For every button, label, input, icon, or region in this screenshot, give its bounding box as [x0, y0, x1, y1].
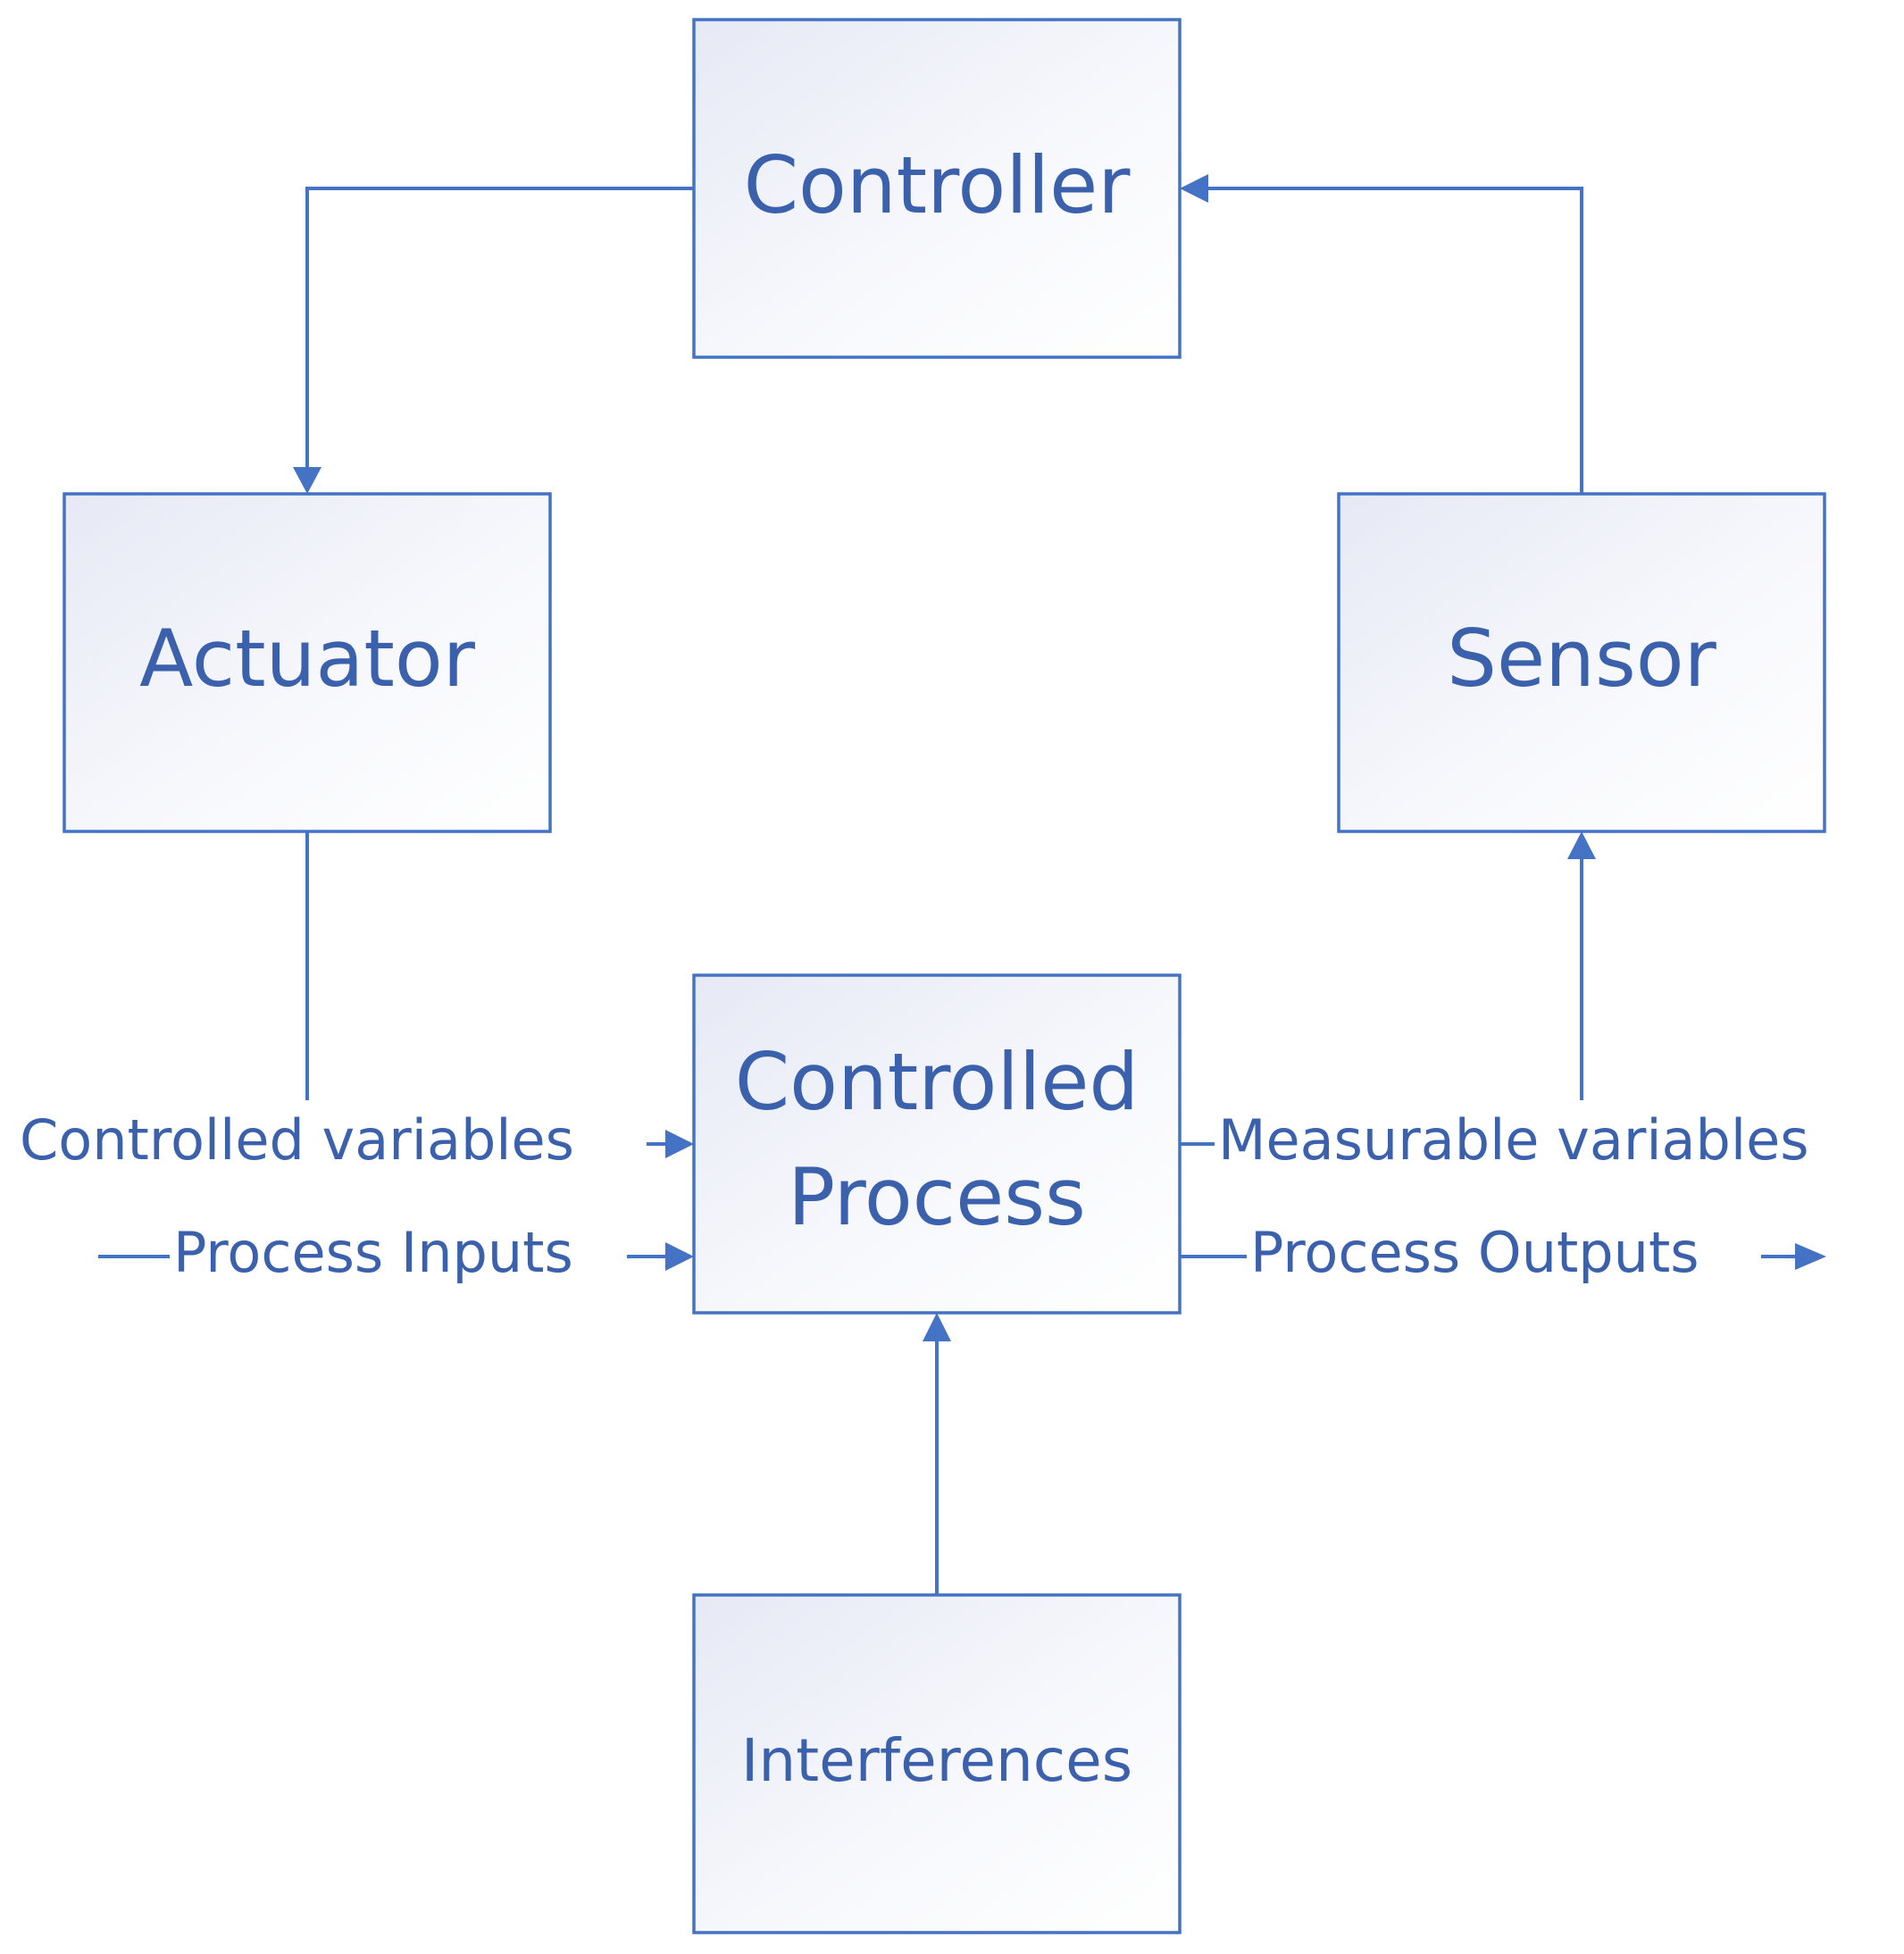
actuator-label: Actuator — [139, 613, 476, 705]
controller-block: Controller — [692, 18, 1182, 359]
controller-to-actuator-arrow — [293, 187, 694, 494]
measurable-variables-label: Measurable variables — [1218, 1107, 1809, 1173]
sensor-label: Sensor — [1447, 613, 1716, 705]
process-outputs-flow: Process Outputs — [1180, 1220, 1826, 1285]
interferences-to-process-arrow — [923, 1313, 951, 1595]
controlled-process-block: Controlled Process — [692, 973, 1182, 1315]
process-inputs-label: Process Inputs — [173, 1220, 573, 1285]
controller-label: Controller — [744, 139, 1132, 231]
interferences-block: Interferences — [692, 1593, 1182, 1934]
sensor-to-controller-arrow — [1180, 174, 1583, 494]
actuator-block: Actuator — [63, 492, 552, 833]
measurable-variables-flow: Measurable variables — [1180, 831, 1809, 1173]
controlled-process-label-line1: Controlled — [735, 1036, 1140, 1128]
controlled-variables-flow: Controlled variables — [20, 1107, 694, 1173]
sensor-block: Sensor — [1337, 492, 1826, 833]
interferences-label: Interferences — [741, 1726, 1132, 1795]
process-inputs-flow: Process Inputs — [98, 1220, 694, 1285]
process-outputs-label: Process Outputs — [1250, 1220, 1699, 1285]
controlled-process-label-line2: Process — [788, 1151, 1086, 1243]
controlled-variables-label: Controlled variables — [20, 1107, 574, 1173]
